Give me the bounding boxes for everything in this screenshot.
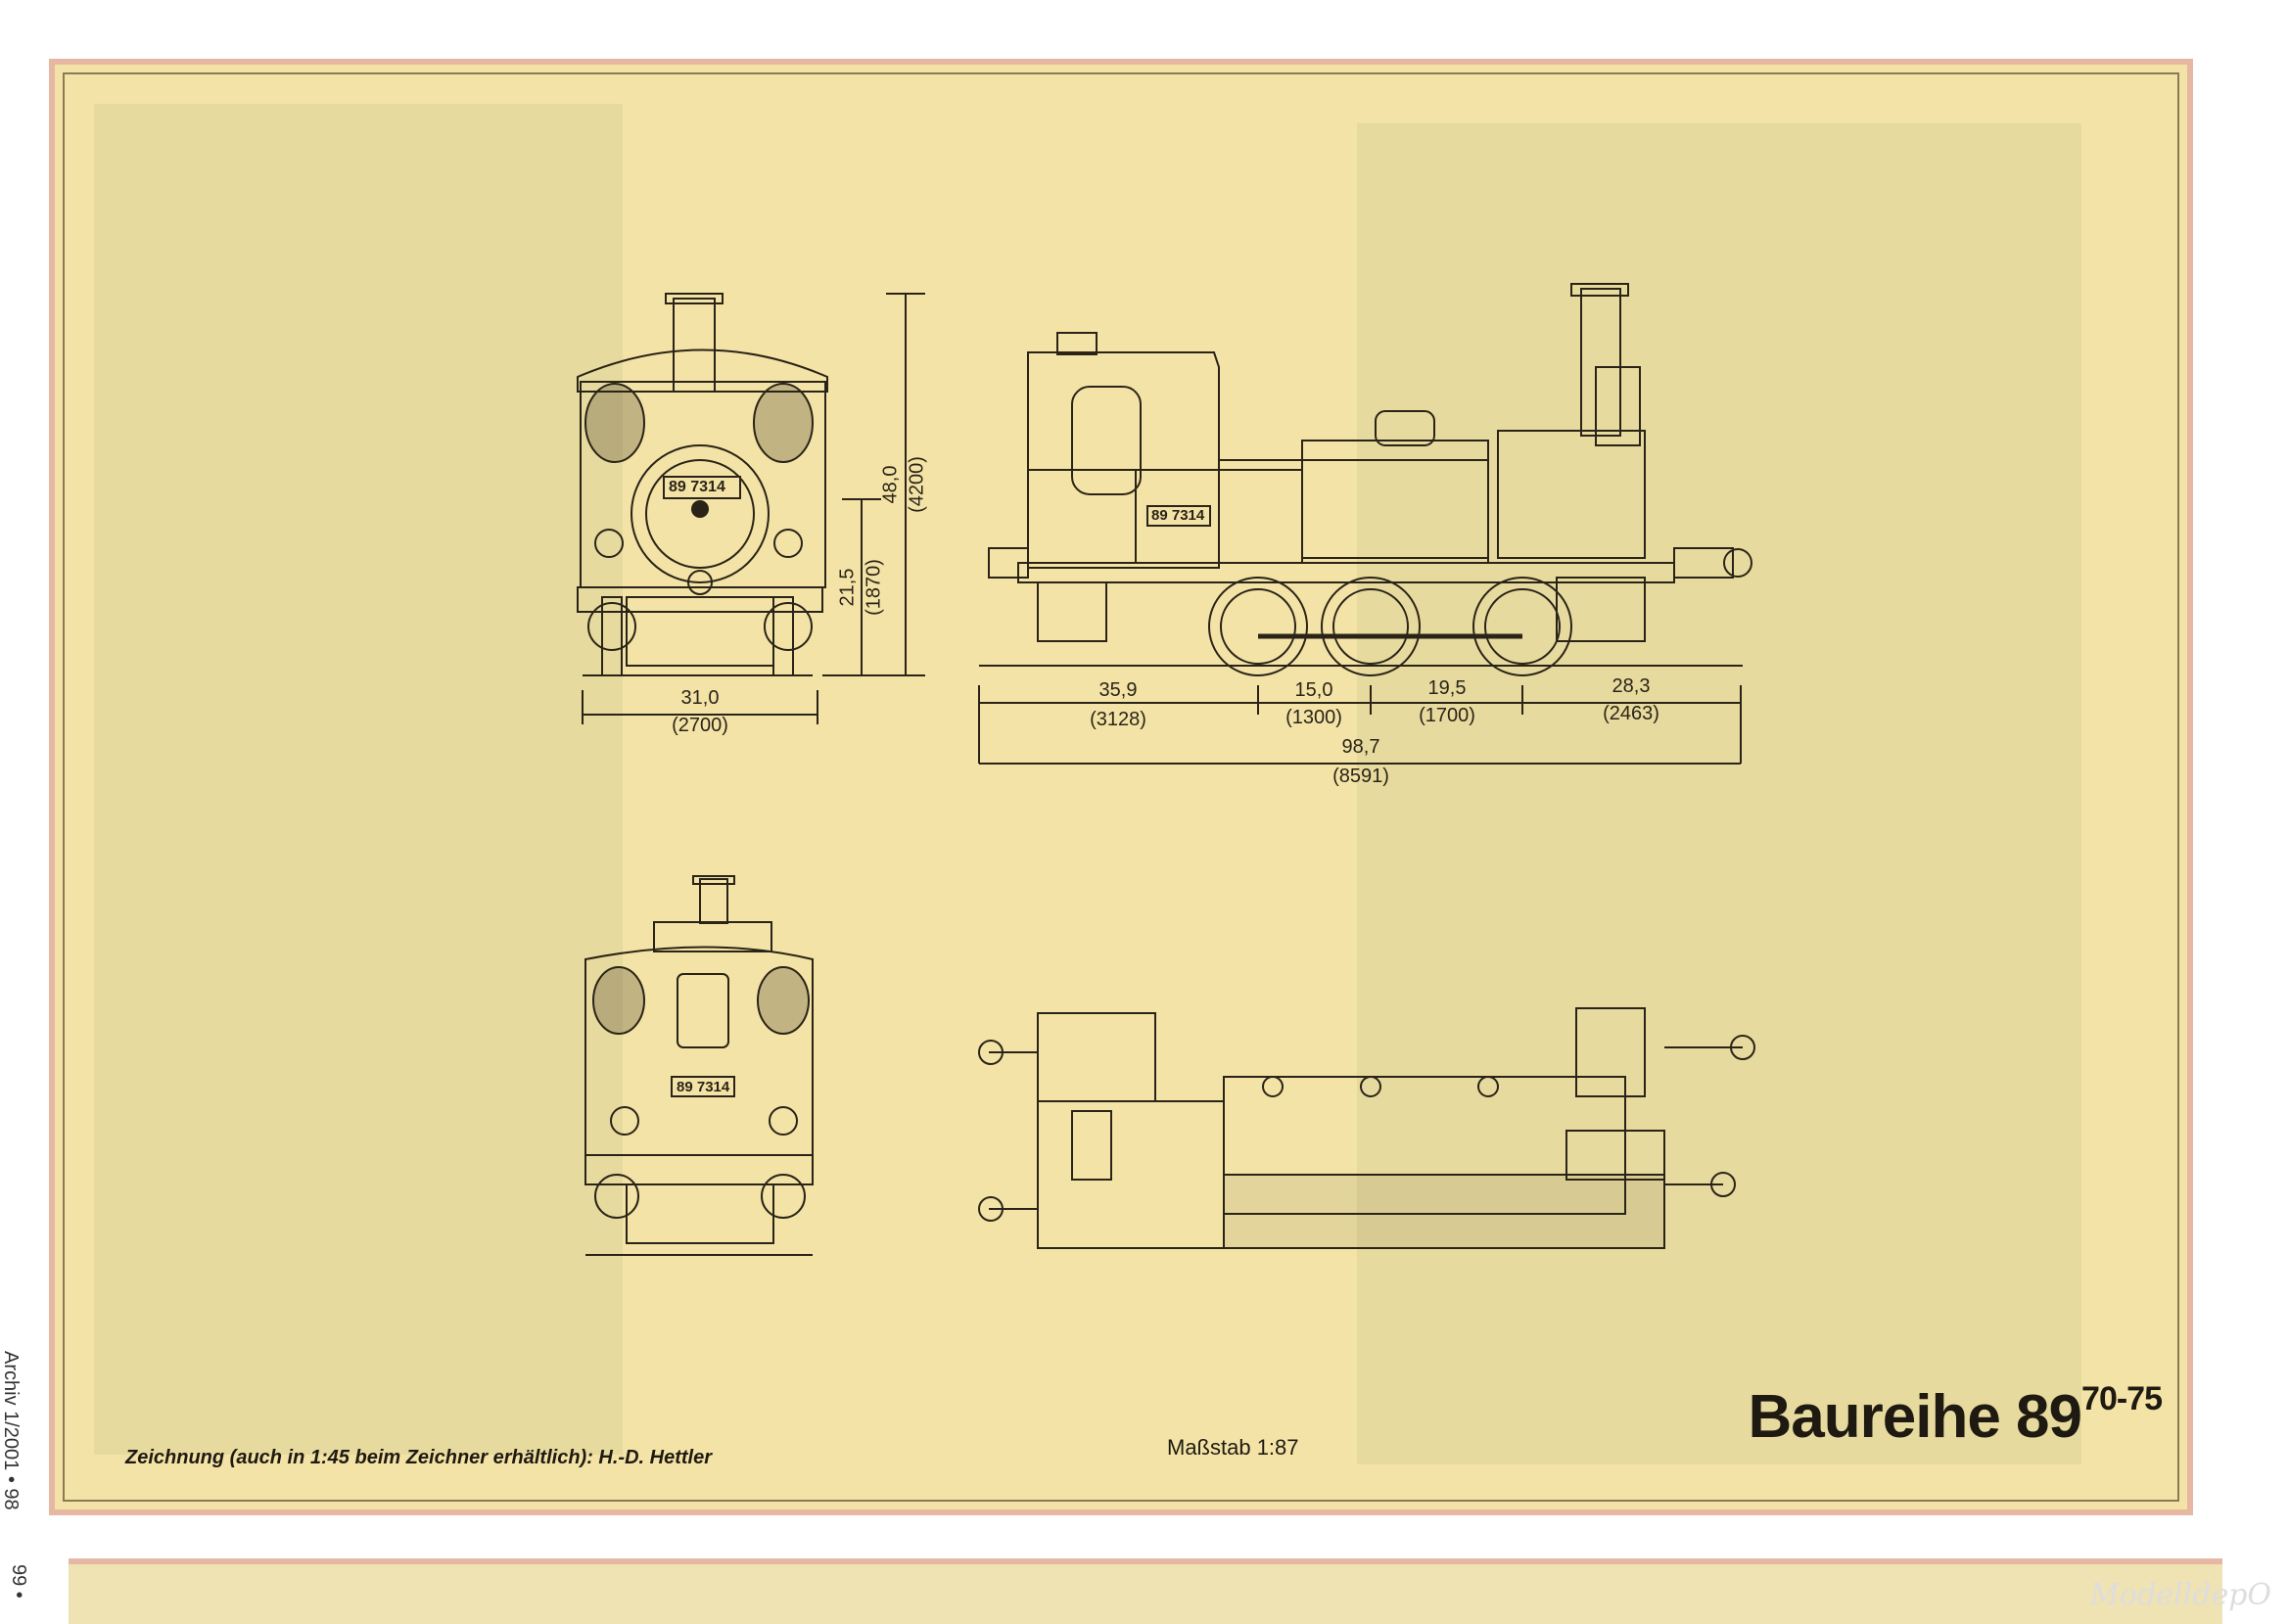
dim-front-height-buffer-label: 21,5 <box>836 568 859 607</box>
dim-front-height-total-mm: (4200) <box>906 456 928 513</box>
dim-side-total-label: 98,7 <box>1341 736 1380 758</box>
dim-side-1-label: 35,9 <box>1098 679 1138 701</box>
dim-side-4-label: 28,3 <box>1612 675 1651 697</box>
number-plate-front: 89 7314 <box>669 479 725 495</box>
dim-front-width-mm: (2700) <box>672 715 728 736</box>
drawing-credit: Zeichnung (auch in 1:45 beim Zeichner er… <box>125 1447 712 1468</box>
dim-side-1-mm: (3128) <box>1090 709 1146 730</box>
drawing-title-superscript: 70-75 <box>2081 1380 2163 1417</box>
sheet-frame <box>63 72 2179 1502</box>
dim-front-height-buffer-mm: (1870) <box>863 559 885 616</box>
dim-front-height-total-label: 48,0 <box>879 465 902 504</box>
drawing-scale: Maßstab 1:87 <box>1167 1435 1299 1460</box>
dim-side-total-mm: (8591) <box>1332 766 1389 787</box>
dim-front-width-label: 31,0 <box>680 687 720 709</box>
number-plate-rear: 89 7314 <box>677 1079 730 1095</box>
front-view <box>577 293 925 724</box>
drawing-title-main: Baureihe 89 <box>1748 1383 2083 1451</box>
drawing-title: Baureihe 8970-75 <box>1748 1380 2163 1452</box>
number-plate-side: 89 7314 <box>1151 507 1205 524</box>
side-view <box>978 283 1752 765</box>
dim-side-2-mm: (1300) <box>1285 707 1342 728</box>
bleed-through-column-left <box>94 104 623 1455</box>
page-number: 99 • <box>8 1564 29 1599</box>
drawing-sheet <box>49 59 2193 1515</box>
watermark-logo: ModelldepO <box>2089 1578 2271 1612</box>
dim-side-2-label: 15,0 <box>1294 679 1333 701</box>
dim-side-4-mm: (2463) <box>1603 703 1659 724</box>
side-caption: Archiv 1/2001 • 98 <box>0 1351 22 1510</box>
plan-view <box>978 1007 1755 1249</box>
next-page-strip <box>69 1558 2222 1624</box>
bleed-through-photo-right <box>1357 123 2081 1464</box>
rear-view <box>584 875 814 1256</box>
dim-side-3-mm: (1700) <box>1419 705 1475 726</box>
dim-side-3-label: 19,5 <box>1427 677 1467 699</box>
